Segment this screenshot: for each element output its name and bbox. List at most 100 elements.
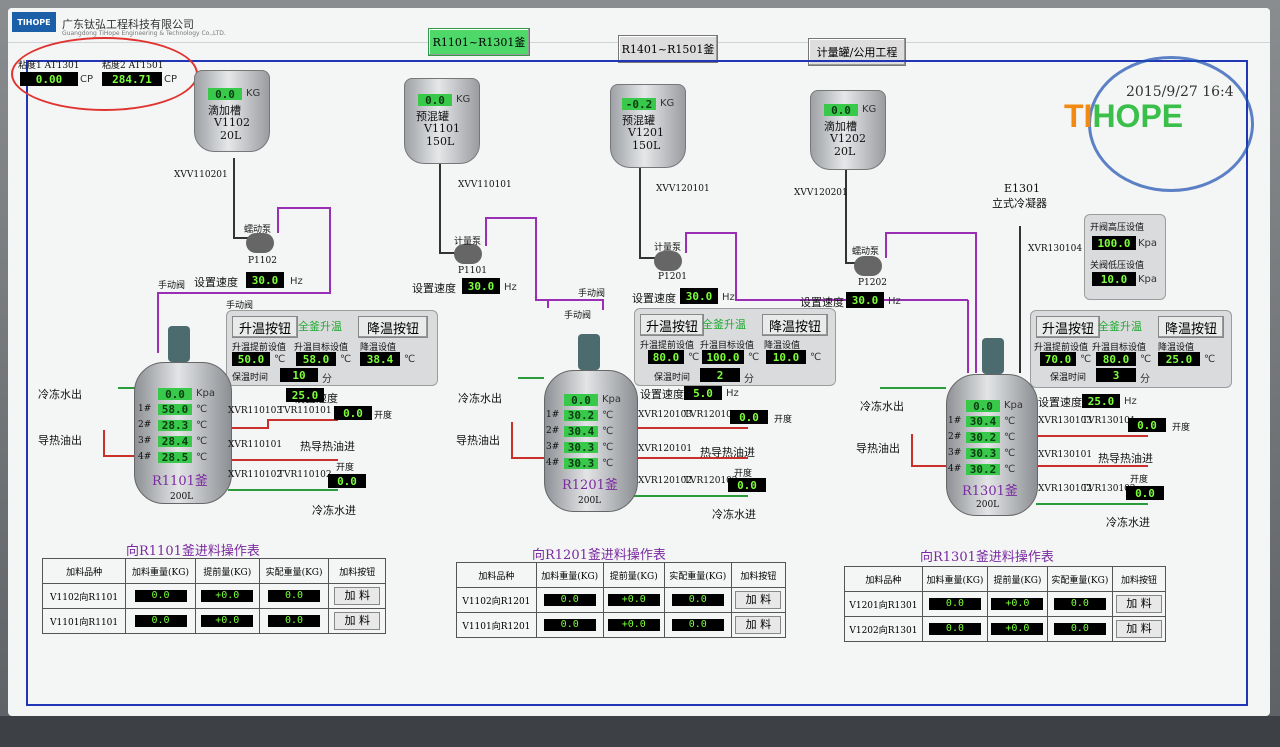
valve-xvv120101[interactable]: XVV120101: [656, 184, 710, 194]
row-actual: 0.0: [671, 594, 724, 606]
valve-xvr110101[interactable]: XVR110101: [228, 440, 283, 450]
unit-minute: 分: [744, 374, 754, 385]
row-advance[interactable]: +0.0: [991, 598, 1044, 610]
add-button[interactable]: 加 料: [334, 612, 381, 630]
cool-setpoint-label-r1201: 降温设值: [764, 341, 801, 351]
pressure-open-value[interactable]: 100.0: [1092, 236, 1136, 250]
unit-c: ℃: [196, 404, 208, 415]
add-button[interactable]: 加 料: [735, 616, 782, 634]
valve-tvr130101[interactable]: TVR130101: [1082, 416, 1136, 426]
p1201-speed[interactable]: 30.0: [680, 288, 718, 304]
manual-valve-2[interactable]: 手动阀: [226, 301, 254, 311]
cool-setpoint-r1301[interactable]: 25.0: [1158, 352, 1200, 366]
row-weight[interactable]: 0.0: [543, 594, 596, 606]
p1101-speed[interactable]: 30.0: [462, 278, 500, 294]
heat-advance-r1101[interactable]: 50.0: [232, 352, 270, 366]
r1201-pressure: 0.0: [564, 394, 598, 407]
heat-up-button-r1301[interactable]: 升温按钮: [1036, 316, 1100, 338]
cool-down-button-r1301[interactable]: 降温按钮: [1158, 316, 1224, 338]
row-material: V1102向R1101: [41, 583, 127, 609]
cool-setpoint-label-r1101: 降温设值: [360, 343, 397, 353]
cool-setpoint-r1201[interactable]: 10.0: [766, 350, 806, 364]
valve-tvr110102[interactable]: TVR110102: [278, 470, 332, 480]
p1102-speed[interactable]: 30.0: [246, 272, 284, 288]
valve-xvr130103[interactable]: XVR130103: [1038, 416, 1093, 426]
valve-tvr110101[interactable]: TVR110101: [278, 406, 332, 416]
feed-table-r1301: 加料品种加料重量(KG)提前量(KG)实配重量(KG)加料按钮 V1201向R1…: [844, 566, 1166, 642]
valve-xvr110102[interactable]: XVR110102: [228, 470, 283, 480]
r1301-agitator-motor-icon[interactable]: [982, 338, 1004, 374]
pump-p1102-icon[interactable]: [246, 233, 274, 253]
valve-xvr130102[interactable]: XVR130102: [1038, 484, 1093, 494]
row-advance[interactable]: +0.0: [991, 623, 1044, 635]
heat-target-r1101[interactable]: 58.0: [296, 352, 336, 366]
valve-xvv110101[interactable]: XVV110101: [458, 180, 512, 190]
valve-tvr130102[interactable]: TVR130102: [1082, 484, 1136, 494]
r1201-t2-label: 2#: [546, 426, 560, 436]
v1102-tag: V1102: [214, 116, 250, 129]
hdr-button: 加料按钮: [1112, 566, 1166, 592]
row-advance[interactable]: +0.0: [201, 615, 254, 627]
row-weight[interactable]: 0.0: [543, 619, 596, 631]
r1301-temp-2: 30.2: [966, 431, 1000, 444]
row-weight[interactable]: 0.0: [928, 623, 981, 635]
valve-xvr120102[interactable]: XVR120102: [638, 476, 693, 486]
unit-c: ℃: [404, 354, 416, 365]
heat-target-r1301[interactable]: 80.0: [1096, 352, 1136, 366]
pressure-close-value[interactable]: 10.0: [1092, 272, 1136, 286]
cool-setpoint-r1101[interactable]: 38.4: [360, 352, 400, 366]
manual-valve-4[interactable]: 手动阀: [564, 311, 592, 321]
r1101-temp-2: 28.3: [158, 419, 192, 432]
add-button[interactable]: 加 料: [735, 591, 782, 609]
r1101-agitator-motor-icon[interactable]: [168, 326, 190, 362]
heat-advance-r1201[interactable]: 80.0: [648, 350, 684, 364]
heat-target-r1201[interactable]: 100.0: [702, 350, 744, 364]
unit-c: ℃: [340, 354, 352, 365]
p1202-speed[interactable]: 30.0: [846, 292, 884, 308]
valve-tvr120101[interactable]: TVR120101: [684, 410, 738, 420]
pump-p1202-icon[interactable]: [854, 256, 882, 276]
pump-p1201-icon[interactable]: [654, 251, 682, 271]
tab-r1401-r1501[interactable]: R1401~R1501釜: [618, 35, 718, 63]
unit-hz: Hz: [726, 388, 739, 399]
manual-valve-1[interactable]: 手动阀: [158, 281, 186, 291]
valve-xvr110103[interactable]: XVR110103: [228, 406, 283, 416]
hold-time-r1201[interactable]: 2: [700, 368, 740, 382]
heat-advance-r1301[interactable]: 70.0: [1040, 352, 1076, 366]
heat-up-button-r1101[interactable]: 升温按钮: [232, 316, 298, 338]
valve-xvr120103[interactable]: XVR120103: [638, 410, 693, 420]
valve-xvv110201[interactable]: XVV110201: [174, 170, 228, 180]
manual-valve-3[interactable]: 手动阀: [578, 289, 606, 299]
add-button[interactable]: 加 料: [1116, 620, 1162, 638]
row-weight[interactable]: 0.0: [928, 598, 981, 610]
r1201-agitator-motor-icon[interactable]: [578, 334, 600, 370]
valve-xvr120101[interactable]: XVR120101: [638, 444, 693, 454]
cool-down-button-r1101[interactable]: 降温按钮: [358, 316, 428, 338]
row-advance[interactable]: +0.0: [201, 590, 254, 602]
hold-time-r1101[interactable]: 10: [280, 368, 318, 382]
r1101-agitator-speed[interactable]: 25.0: [286, 388, 324, 402]
r1301-speed-label: 设置速度: [1038, 396, 1082, 409]
tank-v1101: [404, 78, 480, 164]
r1201-temp-1: 30.2: [564, 409, 598, 422]
row-weight[interactable]: 0.0: [134, 615, 187, 627]
row-advance[interactable]: +0.0: [607, 594, 660, 606]
tab-r1101-r1301[interactable]: R1101~R1301釜: [428, 28, 530, 56]
unit-c: ℃: [274, 354, 286, 365]
cool-down-button-r1201[interactable]: 降温按钮: [762, 314, 828, 336]
hold-time-r1301[interactable]: 3: [1096, 368, 1136, 382]
valve-xvv120201[interactable]: XVV120201: [794, 188, 848, 198]
r1301-agitator-speed[interactable]: 25.0: [1082, 394, 1120, 408]
valve-tvr120102[interactable]: TVR120102: [684, 476, 738, 486]
row-weight[interactable]: 0.0: [134, 590, 187, 602]
add-button[interactable]: 加 料: [334, 587, 381, 605]
add-button[interactable]: 加 料: [1116, 595, 1162, 613]
pump-p1101-icon[interactable]: [454, 244, 482, 264]
hdr-actual: 实配重量(KG): [663, 562, 732, 588]
r1201-agitator-speed[interactable]: 5.0: [684, 386, 722, 400]
heat-up-button-r1201[interactable]: 升温按钮: [640, 314, 704, 336]
valve-xvr130104[interactable]: XVR130104: [1028, 244, 1083, 254]
valve-xvr130101[interactable]: XVR130101: [1038, 450, 1093, 460]
r1301-chilled-water-out: 冷冻水出: [860, 400, 904, 413]
row-advance[interactable]: +0.0: [607, 619, 660, 631]
